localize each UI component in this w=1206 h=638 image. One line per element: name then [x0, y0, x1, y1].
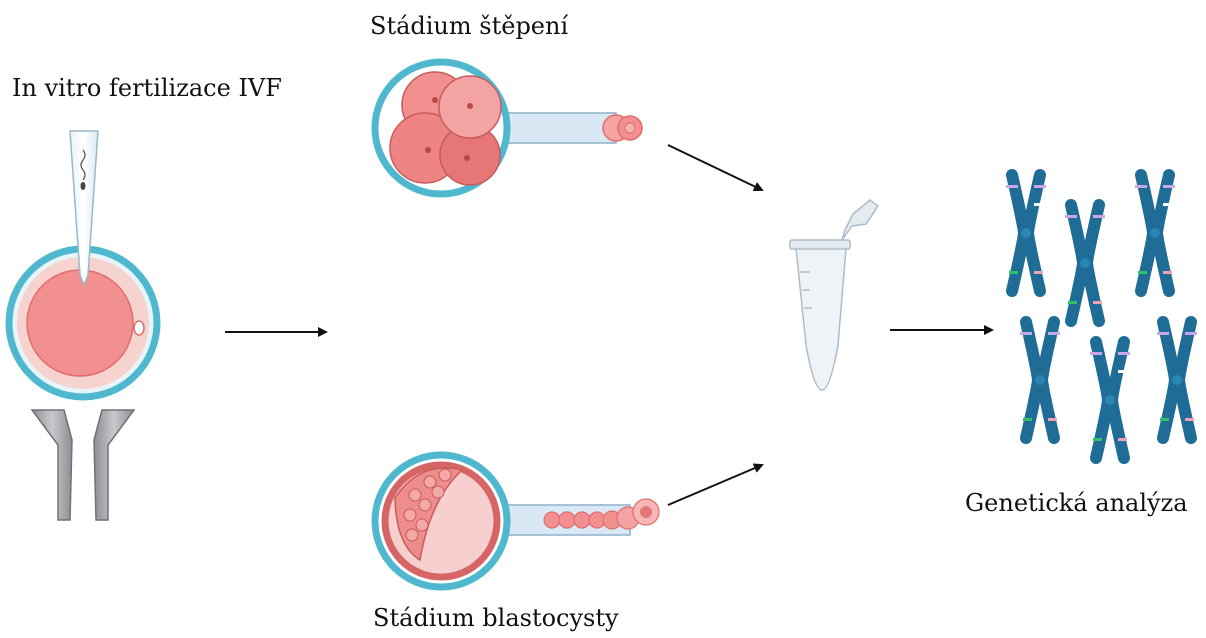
blastocyst-biopsy-icon: [375, 455, 659, 587]
chromosome-icon: [1065, 205, 1105, 321]
chromosome-icon: [1157, 322, 1197, 438]
chromosome-icon: [1006, 175, 1046, 291]
egg-injection-icon: [9, 131, 157, 520]
chromosome-icon: [1090, 342, 1130, 458]
chromosome-group: [1006, 175, 1197, 458]
chromosome-icon: [1135, 175, 1175, 291]
chromosome-icon: [1020, 322, 1060, 438]
cleavage-embryo-biopsy-icon: [375, 62, 642, 194]
arrow-cleavage-to-tube: [668, 145, 762, 190]
microcentrifuge-tube-icon: [790, 200, 878, 390]
arrow-blastocyst-to-tube: [668, 465, 762, 505]
